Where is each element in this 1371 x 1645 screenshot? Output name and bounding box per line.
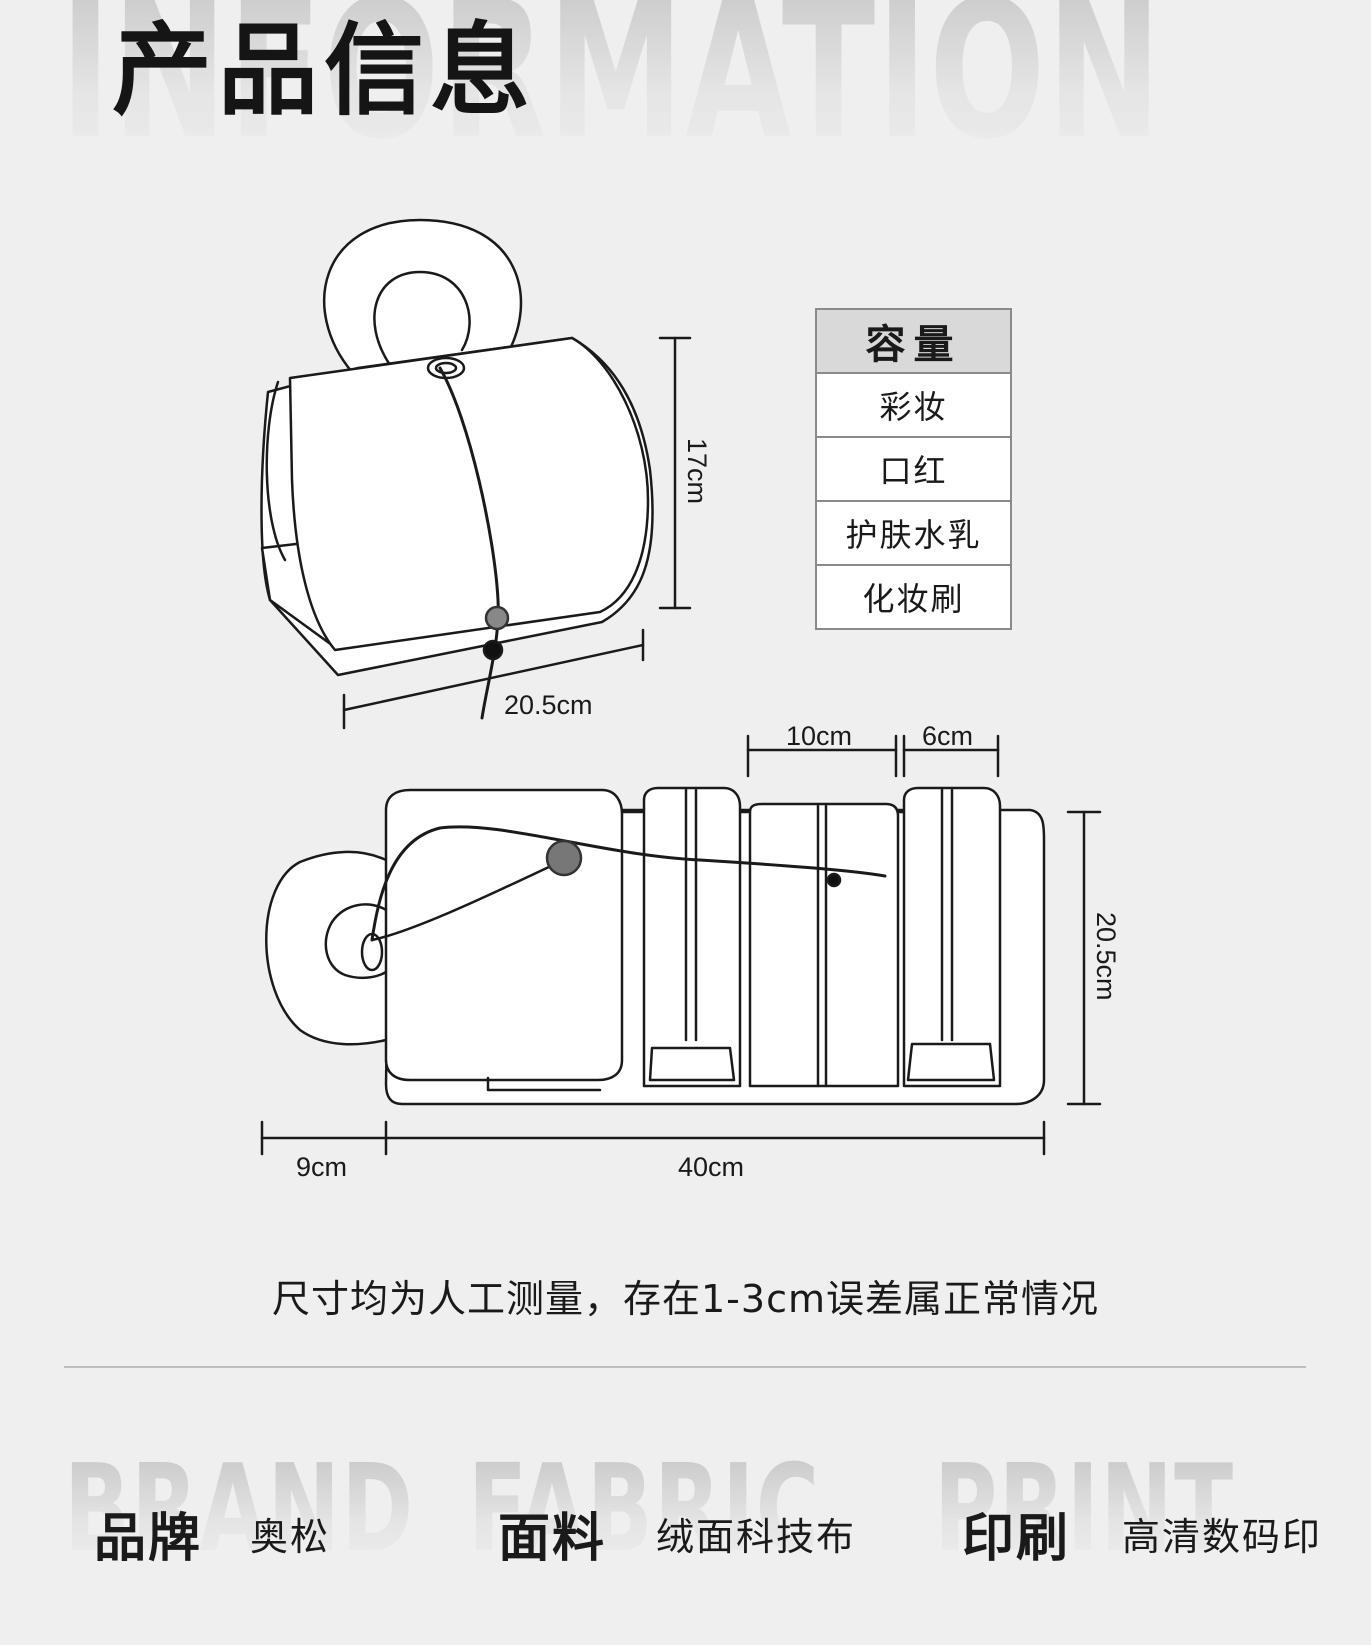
fabric-label: 面料 (498, 1509, 607, 1569)
brand-label: 品牌 (94, 1509, 203, 1569)
brand-value: 奥松 (250, 1515, 331, 1559)
dim-label-width-rolled: 20.5cm (504, 690, 593, 720)
dim-label-height-open: 20.5cm (1091, 912, 1121, 1001)
print-background-word: PRINT (934, 1440, 1235, 1579)
fabric-value: 绒面科技布 (656, 1515, 857, 1559)
capacity-item: 护肤水乳 (815, 500, 1012, 566)
measurement-note: 尺寸均为人工测量，存在1-3cm误差属正常情况 (272, 1277, 1099, 1321)
dim-label-handle: 9cm (296, 1152, 347, 1182)
capacity-item: 化妆刷 (815, 564, 1012, 630)
unrolled-bag-illustration (260, 734, 1102, 1156)
page-title: 产品信息 (112, 12, 536, 129)
header-background-word: INFORMATION (60, 0, 1163, 181)
print-label: 印刷 (962, 1509, 1071, 1569)
fabric-background-word: FABRIC (468, 1440, 821, 1579)
capacity-item: 彩妆 (815, 372, 1012, 438)
rolled-bag-illustration (260, 218, 692, 730)
dim-label-height-rolled: 17cm (682, 438, 712, 504)
dim-label-length-open: 40cm (678, 1152, 744, 1182)
dim-label-pocket-a: 10cm (786, 721, 852, 751)
print-value: 高清数码印 (1122, 1515, 1323, 1559)
dim-label-pocket-b: 6cm (922, 721, 973, 751)
section-divider (64, 1366, 1306, 1368)
capacity-table: 容量 彩妆 口红 护肤水乳 化妆刷 (815, 308, 1012, 630)
capacity-table-header: 容量 (815, 308, 1012, 374)
capacity-item: 口红 (815, 436, 1012, 502)
brand-background-word: BRAND (64, 1440, 415, 1579)
